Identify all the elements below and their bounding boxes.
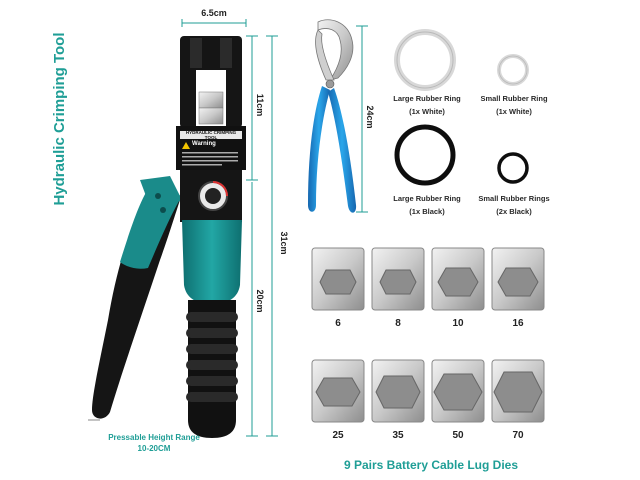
ring-caption-line1: Large Rubber Ring <box>393 194 461 203</box>
die-6 <box>311 247 365 311</box>
die-label-8: 8 <box>395 318 401 329</box>
ring-caption-small-black: Small Rubber Rings (2x Black) <box>472 192 556 218</box>
ring-caption-line1: Small Rubber Rings <box>478 194 550 203</box>
die-35 <box>371 359 425 423</box>
rubber-rings <box>394 29 529 186</box>
die-10 <box>431 247 485 311</box>
ring-caption-line2: (1x White) <box>409 107 445 116</box>
crimping-tool-image <box>92 36 246 438</box>
pressable-height-label: Pressable Height Range <box>108 433 200 442</box>
ring-caption-line2: (1x Black) <box>409 207 445 216</box>
ring-caption-large-white: Large Rubber Ring (1x White) <box>385 92 469 118</box>
ring-caption-line1: Large Rubber Ring <box>393 94 461 103</box>
tool-label: HYDRAULIC CRIMPING TOOL <box>185 130 237 140</box>
die-50 <box>431 359 485 423</box>
die-70 <box>491 359 545 423</box>
die-25 <box>311 359 365 423</box>
dim-cutter: 24cm <box>365 105 375 129</box>
cutter-handle-right <box>328 88 357 213</box>
warning-label: Warning <box>192 141 216 147</box>
cutter-handle-left <box>308 86 330 212</box>
pressable-height-value: 10-20CM <box>137 444 171 453</box>
die-label-25: 25 <box>332 430 344 441</box>
die-label-10: 10 <box>452 318 464 329</box>
tool-body-teal <box>182 220 242 304</box>
dim-width: 6.5cm <box>201 8 227 18</box>
die-label-35: 35 <box>392 430 404 441</box>
ring-caption-line1: Small Rubber Ring <box>480 94 548 103</box>
die-label-70: 70 <box>512 430 524 441</box>
crimp-die-silver <box>198 91 224 109</box>
cable-cutter-image <box>308 19 357 213</box>
vertical-title: Hydraulic Crimping Tool <box>51 32 68 206</box>
dimension-lines <box>88 19 368 437</box>
die-16 <box>491 247 545 311</box>
ring-caption-large-black: Large Rubber Ring (1x Black) <box>385 192 469 218</box>
ring-caption-small-white: Small Rubber Ring (1x White) <box>472 92 556 118</box>
die-label-50: 50 <box>452 430 464 441</box>
pressable-height-range: Pressable Height Range 10-20CM <box>94 432 214 454</box>
die-label-6: 6 <box>335 318 341 329</box>
dim-total: 31cm <box>279 231 289 255</box>
ring-caption-line2: (1x White) <box>496 107 532 116</box>
small-black-ring <box>497 152 529 184</box>
lever-teal <box>120 186 182 269</box>
dim-head: 11cm <box>255 93 265 117</box>
dies-title: 9 Pairs Battery Cable Lug Dies <box>343 458 519 472</box>
lug-dies <box>311 247 545 423</box>
large-black-ring <box>394 124 456 186</box>
dim-handle: 20cm <box>255 289 265 313</box>
die-8 <box>371 247 425 311</box>
die-label-16: 16 <box>512 318 524 329</box>
ring-caption-line2: (2x Black) <box>496 207 532 216</box>
